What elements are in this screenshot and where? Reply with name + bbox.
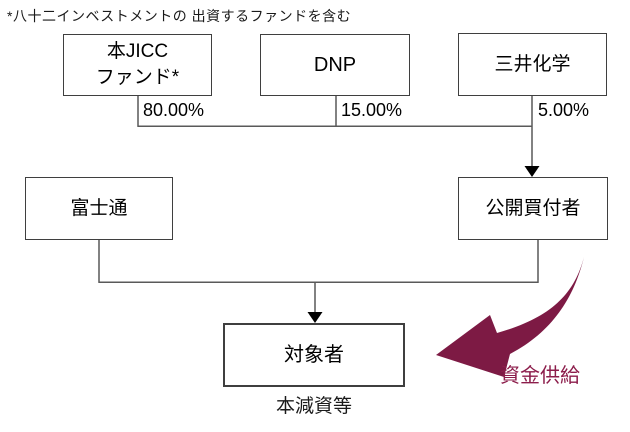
node-jicc-fund-label: 本JICC ファンド* bbox=[95, 41, 180, 88]
funding-curved-arrow-icon bbox=[436, 257, 584, 377]
node-mitsui-chemicals: 三井化学 bbox=[458, 33, 607, 96]
node-fujitsu: 富士通 bbox=[25, 177, 173, 240]
footnote: *八十二インベストメントの 出資するファンドを含む bbox=[7, 8, 352, 24]
node-target: 対象者 bbox=[223, 323, 405, 387]
node-dnp-label: DNP bbox=[313, 54, 357, 76]
node-dnp: DNP bbox=[260, 34, 410, 96]
ownership-pct-jicc: 80.00% bbox=[143, 100, 205, 120]
ownership-connector-lines bbox=[137, 96, 533, 167]
node-tender-offeror-label: 公開買付者 bbox=[485, 197, 581, 219]
capital-reduction-caption: 本減資等 bbox=[275, 396, 352, 417]
node-fujitsu-label: 富士通 bbox=[70, 197, 128, 219]
ownership-pct-dnp: 15.00% bbox=[341, 100, 403, 120]
down-arrowhead-target-icon bbox=[307, 312, 323, 323]
node-target-label: 対象者 bbox=[284, 344, 344, 366]
lower-connector-lines bbox=[98, 240, 539, 313]
ownership-pct-mitsui: 5.00% bbox=[538, 100, 590, 120]
down-arrowhead-offeror-icon bbox=[524, 166, 540, 177]
node-mitsui-chemicals-label: 三井化学 bbox=[494, 53, 571, 75]
node-jicc-fund: 本JICC ファンド* bbox=[63, 34, 212, 96]
funding-supply-caption: 資金供給 bbox=[500, 365, 580, 387]
node-tender-offeror: 公開買付者 bbox=[458, 177, 608, 240]
